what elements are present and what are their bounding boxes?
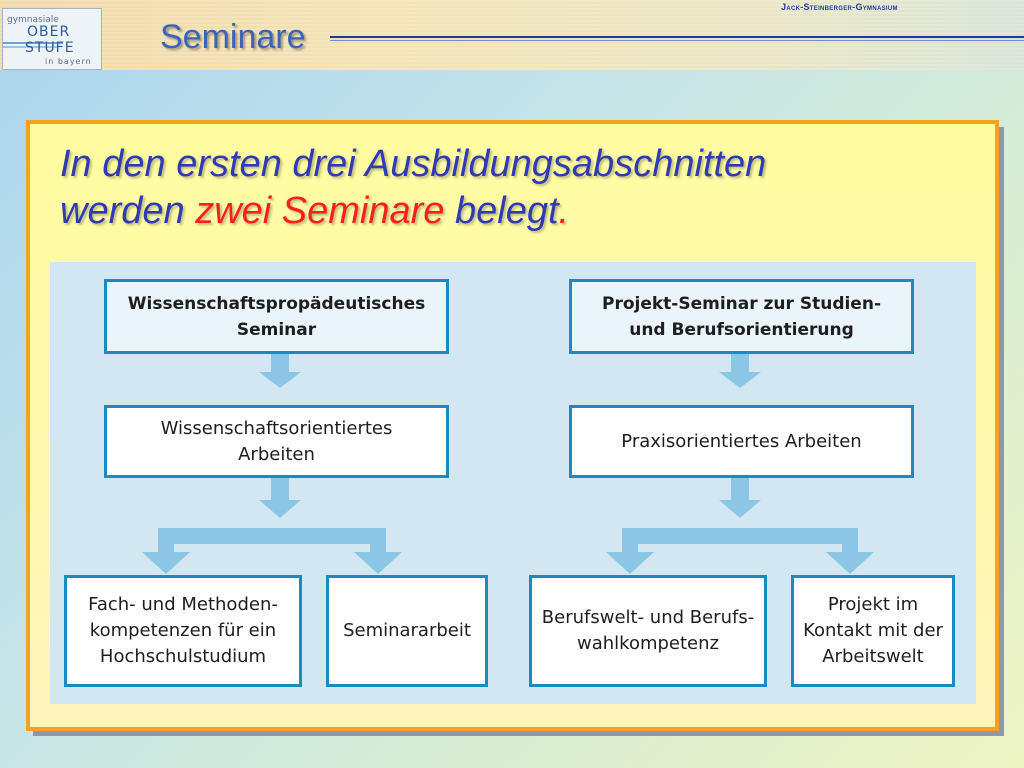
arrow-split-right <box>354 528 402 574</box>
box-seminararbeit: Seminararbeit <box>326 575 488 687</box>
arrow-split-bar <box>622 528 858 544</box>
box-wissenschaftspropaedeutisches-seminar: Wissenschaftspropädeutisches Seminar <box>104 279 449 354</box>
arrow-down <box>259 478 301 518</box>
headline-period: . <box>558 190 570 232</box>
box-label: Berufswelt- und Berufs- wahlkompetenz <box>541 607 755 654</box>
logo-text: in bayern <box>45 57 92 66</box>
arrow-down <box>719 354 761 388</box>
box-fach-methodenkompetenzen: Fach- und Methoden- kompetenzen für ein … <box>64 575 302 687</box>
box-label: Wissenschaftsorientiertes Arbeiten <box>160 417 393 465</box>
school-name: Jack-Steinberger-Gymnasium <box>781 2 898 12</box>
logo-text: STUFE <box>25 40 75 56</box>
arrow-split-right <box>826 528 874 574</box>
box-projekt-seminar: Projekt-Seminar zur Studien- und Berufso… <box>569 279 914 354</box>
box-label: Wissenschaftspropädeutisches Seminar <box>127 293 426 340</box>
arrow-split-left <box>606 528 654 574</box>
logo-stripe <box>3 42 63 44</box>
headline-line-1: In den ersten drei Ausbildungsabschnitte… <box>60 143 767 185</box>
arrow-split-left <box>142 528 190 574</box>
page-title: Seminare <box>160 18 306 56</box>
headline-highlight: zwei Seminare <box>195 190 445 232</box>
box-label: Fach- und Methoden- kompetenzen für ein … <box>88 594 278 667</box>
header-band <box>0 0 1024 70</box>
box-wissenschaftsorientiertes-arbeiten: Wissenschaftsorientiertes Arbeiten <box>104 405 449 478</box>
logo-text: OBER <box>27 24 71 40</box>
box-label: Projekt im Kontakt mit der Arbeitswelt <box>803 594 943 667</box>
headline: In den ersten drei Ausbildungsabschnitte… <box>60 141 960 235</box>
oberstufe-logo: gymnasiale OBER STUFE in bayern <box>2 8 102 70</box>
arrow-down <box>719 478 761 518</box>
box-label: Seminararbeit <box>343 620 471 641</box>
header-rule <box>330 36 1024 38</box>
box-berufswelt-kompetenz: Berufswelt- und Berufs- wahlkompetenz <box>529 575 767 687</box>
flow-arrows <box>142 354 874 574</box>
logo-stripe <box>3 46 58 48</box>
arrow-split-bar <box>158 528 386 544</box>
box-label: Praxisorientiertes Arbeiten <box>621 430 862 452</box>
box-label: Projekt-Seminar zur Studien- und Berufso… <box>601 293 881 340</box>
seminar-flowchart: Wissenschaftspropädeutisches Seminar Wis… <box>50 262 976 704</box>
box-praxisorientiertes-arbeiten: Praxisorientiertes Arbeiten <box>569 405 914 478</box>
logo-text: gymnasiale <box>7 15 59 25</box>
box-projekt-arbeitswelt: Projekt im Kontakt mit der Arbeitswelt <box>791 575 955 687</box>
arrow-down <box>259 354 301 388</box>
headline-text: belegt <box>444 190 559 232</box>
headline-text: werden <box>60 190 196 232</box>
header-rule <box>330 40 1024 41</box>
